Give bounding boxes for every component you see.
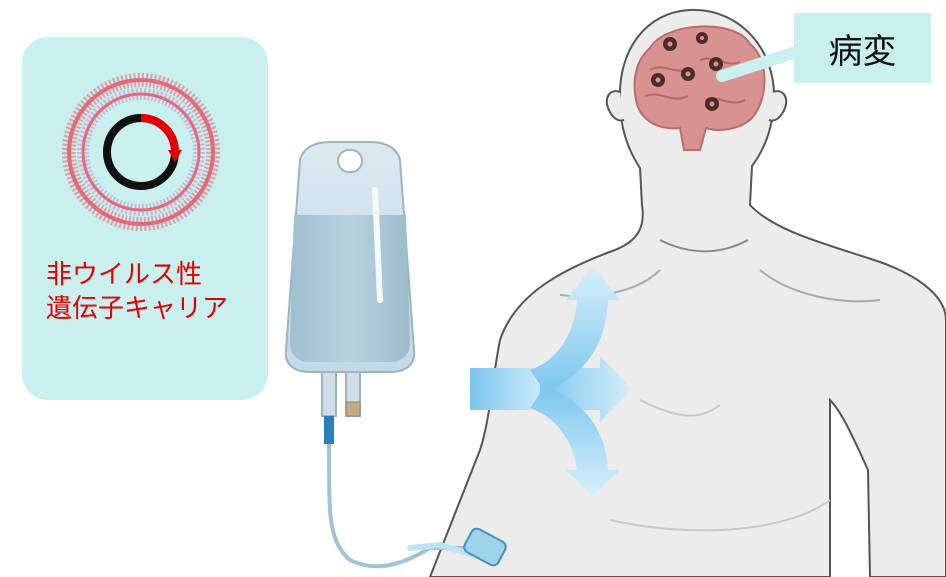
carrier-label-line1: 非ウイルス性: [46, 258, 228, 292]
lesion-label-text: 病変: [829, 24, 897, 73]
plasmid-ring-icon: [69, 80, 213, 224]
lesion-label: 病変: [794, 13, 931, 83]
carrier-label: 非ウイルス性 遺伝子キャリア: [46, 258, 228, 326]
carrier-label-line2: 遺伝子キャリア: [46, 292, 228, 326]
